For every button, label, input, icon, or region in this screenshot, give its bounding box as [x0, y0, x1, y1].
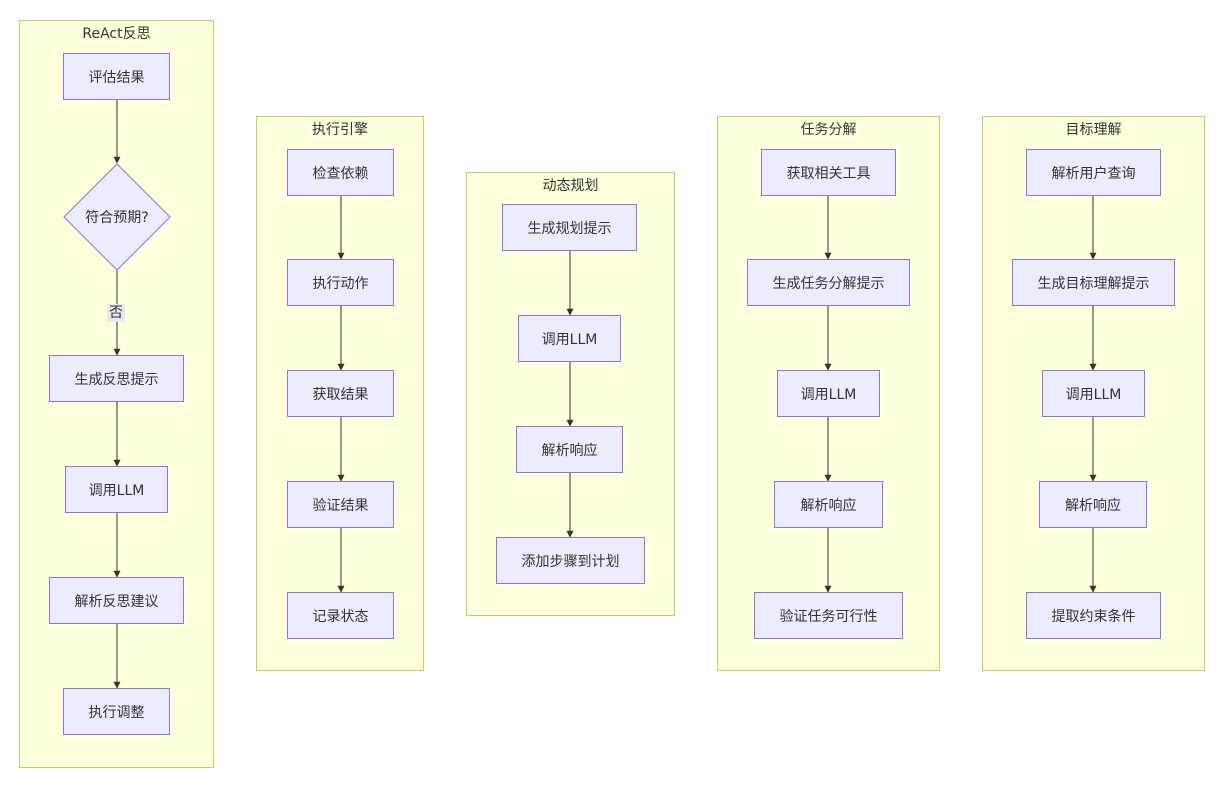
cluster-title: 任务分解	[800, 122, 857, 138]
node-verify-task-feasibility: 验证任务可行性	[754, 592, 903, 639]
cluster-title: 执行引擎	[312, 122, 368, 138]
node-parse-response: 解析响应	[1039, 481, 1147, 528]
edge-label-no: 否	[107, 304, 125, 322]
node-add-step-to-plan: 添加步骤到计划	[496, 537, 645, 584]
node-call-llm: 调用LLM	[1042, 370, 1145, 417]
node-get-result: 获取结果	[287, 370, 394, 417]
node-call-llm: 调用LLM	[777, 370, 880, 417]
node-extract-constraints: 提取约束条件	[1026, 592, 1161, 639]
cluster-title: 目标理解	[1065, 122, 1122, 138]
node-verify-result: 验证结果	[287, 481, 394, 528]
node-get-related-tools: 获取相关工具	[761, 149, 896, 196]
node-generate-goal-understanding-prompt: 生成目标理解提示	[1012, 259, 1175, 306]
node-execute-adjustment: 执行调整	[63, 688, 170, 735]
node-parse-response: 解析响应	[516, 426, 623, 473]
node-generate-reflection-prompt: 生成反思提示	[49, 355, 184, 402]
node-check-dependencies: 检查依赖	[287, 149, 394, 196]
node-meets-expectation: 符合预期?	[85, 210, 149, 226]
node-generate-plan-prompt: 生成规划提示	[502, 204, 637, 251]
node-call-llm: 调用LLM	[65, 466, 168, 513]
node-call-llm: 调用LLM	[518, 315, 621, 362]
decision-diamond	[63, 163, 171, 271]
node-record-state: 记录状态	[287, 592, 394, 639]
cluster-execution-engine: 执行引擎	[256, 116, 424, 671]
node-parse-reflection-advice: 解析反思建议	[49, 577, 184, 624]
node-parse-response: 解析响应	[774, 481, 883, 528]
node-generate-task-decomposition-prompt: 生成任务分解提示	[747, 259, 910, 306]
cluster-title: 动态规划	[542, 178, 599, 194]
node-evaluate-result: 评估结果	[63, 53, 170, 100]
cluster-title: ReAct反思	[82, 26, 151, 42]
node-parse-user-query: 解析用户查询	[1026, 149, 1161, 196]
node-execute-action: 执行动作	[287, 259, 394, 306]
